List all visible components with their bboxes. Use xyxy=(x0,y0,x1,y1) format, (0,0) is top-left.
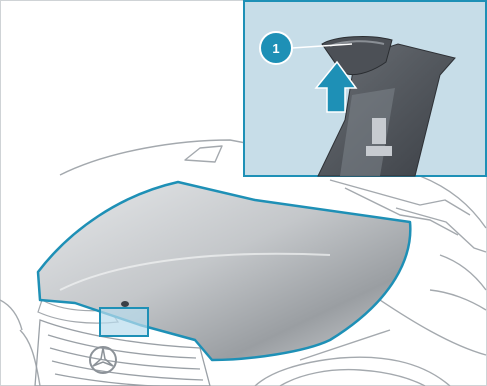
inset-detail-panel: 1 xyxy=(244,1,486,176)
callout-badge: 1 xyxy=(260,32,292,64)
callout-label: 1 xyxy=(272,41,279,56)
